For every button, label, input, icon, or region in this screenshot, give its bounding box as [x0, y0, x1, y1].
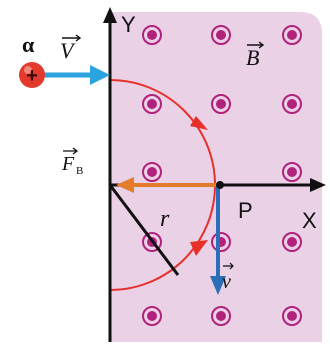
- svg-text:V: V: [60, 38, 76, 63]
- force-arrowhead: [116, 177, 134, 193]
- incident-velocity-arrowhead: [90, 65, 110, 85]
- svg-text:B: B: [76, 165, 83, 177]
- field-dot: [142, 25, 162, 45]
- field-dot: [282, 162, 302, 182]
- radius-label: r: [160, 206, 170, 232]
- alpha-symbol: α: [22, 32, 35, 57]
- svg-text:F: F: [61, 153, 75, 175]
- point-p-marker: [216, 181, 224, 189]
- charge-sign: +: [26, 65, 38, 87]
- trajectory-arrow-lower: [190, 240, 208, 256]
- alpha-particle: +: [19, 62, 45, 88]
- field-dot: [142, 306, 162, 326]
- y-axis-label: Y: [121, 12, 136, 37]
- field-dot: [282, 25, 302, 45]
- svg-text:B: B: [246, 45, 259, 70]
- y-axis-arrowhead: [103, 7, 117, 23]
- field-dot-grid: [142, 25, 302, 326]
- field-dot: [142, 94, 162, 114]
- svg-text:v: v: [222, 271, 231, 293]
- field-dot: [282, 306, 302, 326]
- velocity-at-p-label: v: [222, 262, 234, 293]
- x-axis-arrowhead: [310, 178, 326, 192]
- field-dot: [142, 162, 162, 182]
- radius-line: [108, 184, 180, 276]
- x-axis-label: X: [302, 208, 317, 233]
- magnetic-field-region: [110, 12, 322, 342]
- field-label: B: [246, 41, 265, 70]
- field-dot: [282, 232, 302, 252]
- field-dot: [211, 306, 231, 326]
- point-p-label: P: [238, 198, 253, 223]
- trajectory-arrow-upper: [190, 116, 208, 130]
- field-dot: [211, 25, 231, 45]
- field-dot: [282, 94, 302, 114]
- incident-velocity-label: V: [60, 34, 82, 63]
- force-label: F B: [61, 147, 83, 177]
- field-dot: [211, 94, 231, 114]
- velocity-at-p-arrowhead: [210, 276, 226, 295]
